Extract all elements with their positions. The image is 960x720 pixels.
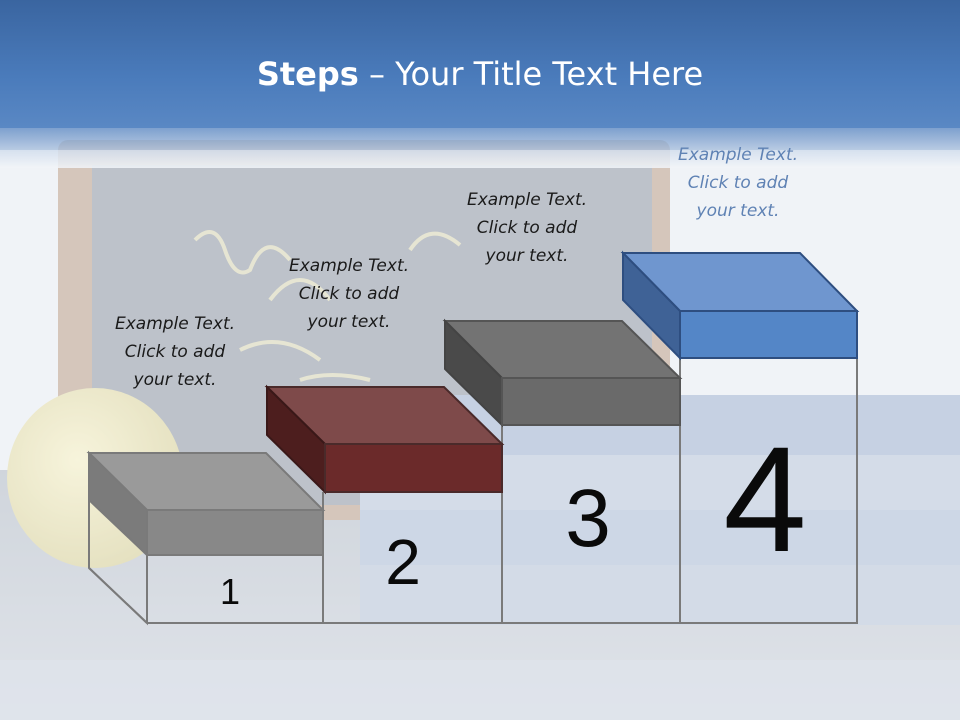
slide-title: Steps – Your Title Text Here [0,52,960,96]
step-4-number: 4 [723,415,807,583]
step-4-block[interactable] [620,250,860,361]
step-3-number: 3 [565,473,611,564]
step-4-caption[interactable]: Example Text. Click to add your text. [677,145,799,221]
title-bold: Steps [256,55,359,93]
step-1-block[interactable] [86,450,326,558]
step-2-number: 2 [385,526,421,598]
step-2-caption[interactable]: Example Text. Click to add your text. [288,256,410,332]
step-3-block[interactable] [442,318,683,428]
step-1-caption[interactable]: Example Text. Click to add your text. [114,314,236,390]
step-3-caption[interactable]: Example Text. Click to add your text. [466,190,588,266]
title-rest: – Your Title Text Here [358,55,704,93]
step-1-number: 1 [219,571,241,612]
step-2-block[interactable] [264,384,505,495]
